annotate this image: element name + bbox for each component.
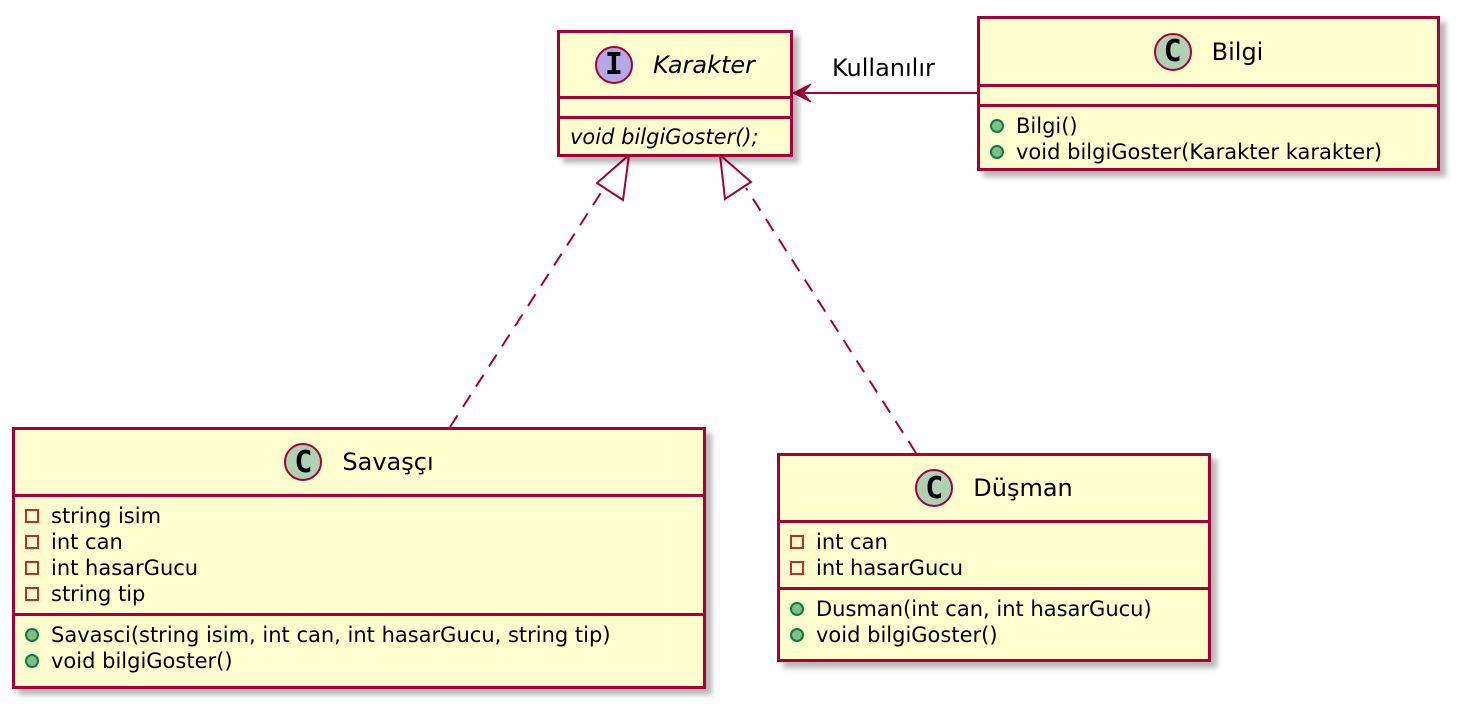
attributes-section [560, 99, 790, 116]
attribute-item: int can [790, 529, 1198, 555]
public-visibility-icon [990, 145, 1004, 159]
class-badge-icon: C [284, 443, 323, 481]
class-name: Bilgi [1211, 37, 1264, 66]
class-header: C Savaşçı [15, 430, 703, 497]
class-bilgi[interactable]: C Bilgi Bilgi() void bilgiGoster(Karakte… [977, 16, 1440, 171]
class-dusman[interactable]: C Düşman int can int hasarGucu Dusman(in… [777, 453, 1211, 662]
class-name: Karakter [652, 50, 756, 79]
realization-dusman-karakter [718, 152, 917, 454]
public-visibility-icon [790, 628, 804, 642]
attribute-text: int can [51, 530, 123, 554]
method-text: Dusman(int can, int hasarGucu) [816, 597, 1152, 621]
class-badge-icon: C [915, 469, 954, 507]
method-text: void bilgiGoster() [51, 649, 233, 673]
class-name: Düşman [973, 474, 1073, 502]
method-item: Dusman(int can, int hasarGucu) [790, 596, 1198, 622]
methods-section: Dusman(int can, int hasarGucu) void bilg… [780, 587, 1208, 654]
private-visibility-icon [25, 509, 39, 523]
method-item: Bilgi() [990, 113, 1427, 139]
private-visibility-icon [25, 535, 39, 549]
attribute-item: int can [25, 529, 693, 555]
attribute-item: string isim [25, 503, 693, 529]
method-text: Savasci(string isim, int can, int hasarG… [51, 623, 611, 647]
public-visibility-icon [990, 119, 1004, 133]
attribute-text: int hasarGucu [51, 556, 199, 580]
method-text: Bilgi() [1016, 114, 1078, 138]
public-visibility-icon [790, 602, 804, 616]
private-visibility-icon [25, 587, 39, 601]
methods-section: Savasci(string isim, int can, int hasarG… [15, 613, 703, 680]
class-header: C Düşman [780, 456, 1208, 523]
methods-section: Bilgi() void bilgiGoster(Karakter karakt… [980, 104, 1437, 171]
attribute-item: string tip [25, 581, 693, 607]
private-visibility-icon [790, 561, 804, 575]
methods-section: void bilgiGoster(); [560, 116, 790, 155]
attribute-text: int hasarGucu [816, 556, 964, 580]
attributes-section: string isim int can int hasarGucu string… [15, 497, 703, 613]
method-item: void bilgiGoster() [25, 648, 693, 674]
private-visibility-icon [790, 535, 804, 549]
attribute-item: int hasarGucu [25, 555, 693, 581]
method-text: void bilgiGoster(Karakter karakter) [1016, 140, 1383, 164]
class-savasci[interactable]: C Savaşçı string isim int can int hasarG… [12, 427, 706, 689]
association-bilgi-karakter [791, 83, 977, 103]
method-item: void bilgiGoster(Karakter karakter) [990, 139, 1427, 165]
realization-savasci-karakter [449, 152, 631, 428]
attribute-text: int can [816, 530, 888, 554]
method-text: void bilgiGoster() [816, 623, 998, 647]
method-item: Savasci(string isim, int can, int hasarG… [25, 622, 693, 648]
attribute-text: string isim [51, 504, 162, 528]
method-item: void bilgiGoster(); [570, 125, 759, 149]
uses-relation-label: Kullanılır [832, 54, 935, 82]
public-visibility-icon [25, 628, 39, 642]
method-item: void bilgiGoster() [790, 622, 1198, 648]
private-visibility-icon [25, 561, 39, 575]
class-karakter[interactable]: I Karakter void bilgiGoster(); [557, 30, 793, 157]
class-name: Savaşçı [342, 448, 434, 476]
class-badge-icon: C [1153, 32, 1192, 71]
attributes-section [980, 87, 1437, 104]
attribute-item: int hasarGucu [790, 555, 1198, 581]
class-header: C Bilgi [980, 19, 1437, 87]
interface-badge-icon: I [594, 45, 633, 84]
public-visibility-icon [25, 654, 39, 668]
attribute-text: string tip [51, 582, 146, 606]
class-header: I Karakter [560, 33, 790, 99]
attributes-section: int can int hasarGucu [780, 523, 1208, 587]
